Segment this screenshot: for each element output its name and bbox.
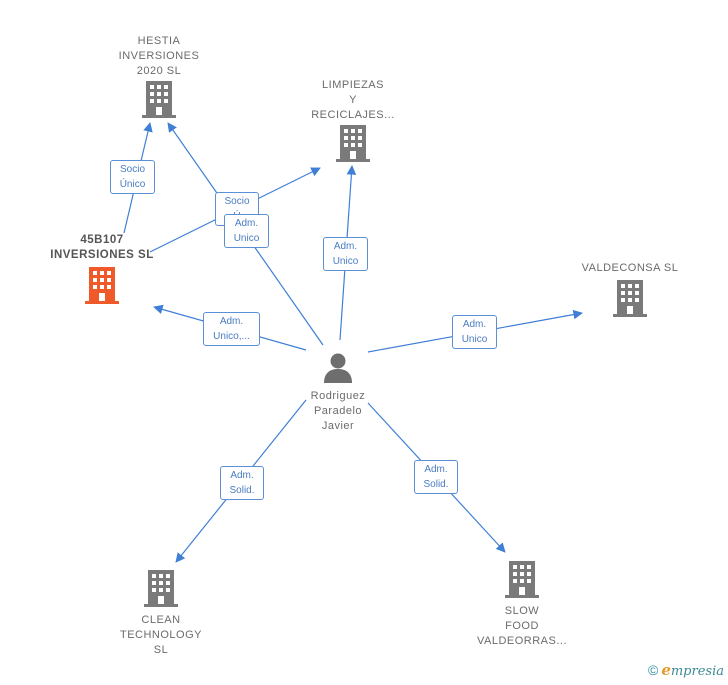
edge-label-person-hestia[interactable]: Adm. Unico bbox=[224, 214, 269, 248]
brand-name: mpresia bbox=[670, 664, 724, 679]
footer-brand: ©empresia bbox=[648, 661, 724, 679]
node-valdeconsa[interactable]: VALDECONSA SL bbox=[570, 261, 690, 323]
copyright-symbol: © bbox=[647, 662, 659, 678]
node-clean-technology[interactable]: CLEAN TECHNOLOGY SL bbox=[106, 570, 216, 658]
building-icon bbox=[336, 125, 370, 162]
node-label: 45B107 INVERSIONES SL bbox=[50, 234, 154, 261]
node-label: Rodriguez Paradelo Javier bbox=[310, 390, 366, 432]
edge-label-person-b107[interactable]: Adm. Unico,... bbox=[203, 312, 260, 346]
node-hestia-inversiones[interactable]: HESTIA INVERSIONES 2020 SL bbox=[104, 34, 214, 124]
node-45b107-inversiones[interactable]: 45B107 INVERSIONES SL bbox=[38, 233, 166, 310]
building-icon bbox=[85, 267, 119, 304]
building-icon bbox=[505, 561, 539, 598]
building-icon bbox=[144, 570, 178, 607]
node-label: SLOW FOOD VALDEORRAS... bbox=[476, 605, 568, 647]
node-label: VALDECONSA SL bbox=[581, 262, 679, 274]
edge-label-person-valdeconsa[interactable]: Adm. Unico bbox=[452, 315, 497, 349]
edge-label-person-slowfood[interactable]: Adm. Solid. bbox=[414, 460, 458, 494]
building-icon bbox=[142, 81, 176, 118]
node-limpiezas-reciclajes[interactable]: LIMPIEZAS Y RECICLAJES... bbox=[298, 78, 408, 168]
node-label: CLEAN TECHNOLOGY SL bbox=[119, 614, 202, 656]
brand-logo[interactable]: empresia bbox=[661, 661, 724, 679]
node-label: HESTIA INVERSIONES 2020 SL bbox=[118, 35, 200, 77]
node-label: LIMPIEZAS Y RECICLAJES... bbox=[311, 79, 395, 121]
person-icon bbox=[324, 353, 352, 383]
edge-label-person-limpiezas[interactable]: Adm. Unico bbox=[323, 237, 368, 271]
node-person-rodriguez-paradelo[interactable]: Rodriguez Paradelo Javier bbox=[288, 352, 388, 434]
edge-label-b107-hestia[interactable]: Socio Único bbox=[110, 160, 155, 194]
brand-initial: e bbox=[661, 661, 671, 679]
building-icon bbox=[613, 280, 647, 317]
node-slow-food-valdeorras[interactable]: SLOW FOOD VALDEORRAS... bbox=[462, 561, 582, 649]
edge-label-person-clean[interactable]: Adm. Solid. bbox=[220, 466, 264, 500]
